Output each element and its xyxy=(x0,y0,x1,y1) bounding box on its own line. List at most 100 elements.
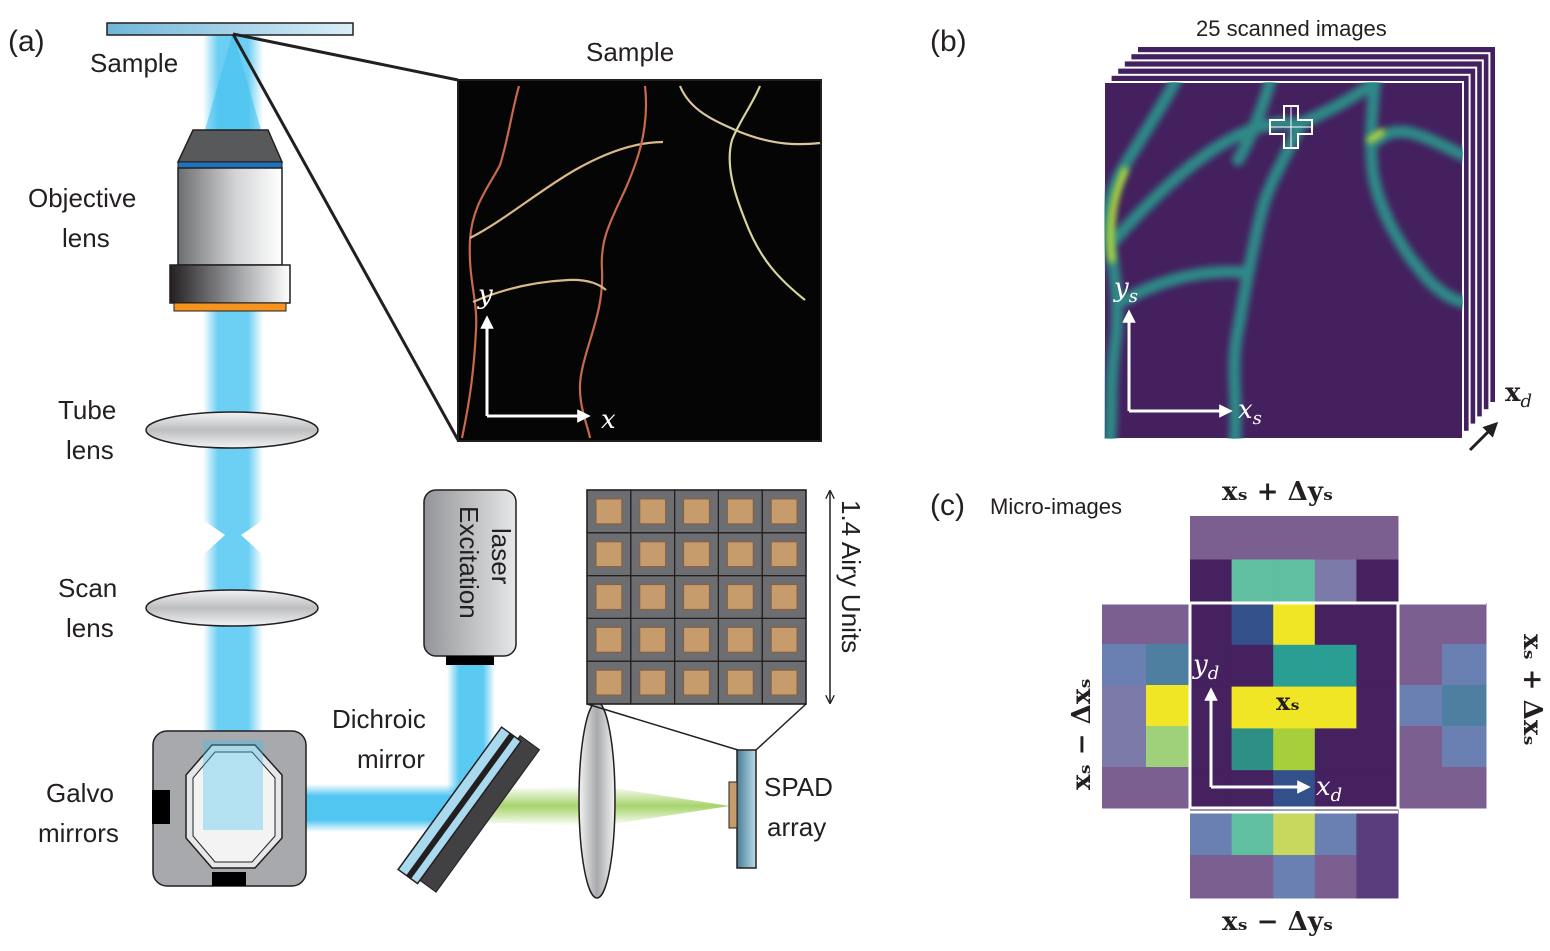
spad-pixel xyxy=(683,541,710,568)
right-shift-label: xₛ + Δxₛ xyxy=(1517,634,1547,746)
micro-image-pixel xyxy=(1273,812,1316,856)
micro-image-pixel xyxy=(1356,770,1399,813)
spad-pixel xyxy=(595,584,623,610)
micro-image-pixel xyxy=(1273,686,1316,729)
micro-image-pixel xyxy=(1356,516,1399,560)
dichroic-label: Dichroic mirror xyxy=(332,704,433,774)
micro-image-pixel xyxy=(1314,559,1357,604)
micro-image-pixel xyxy=(1273,728,1316,771)
spad-pixel xyxy=(770,626,798,653)
spad-pixel xyxy=(639,498,667,525)
spad-pixel xyxy=(770,541,798,568)
spad-pixel xyxy=(595,626,623,653)
micro-image-pixel xyxy=(1398,726,1443,768)
micro-image-pixel xyxy=(1190,855,1233,899)
objective-lens xyxy=(169,129,291,312)
spad-zoom-left xyxy=(586,703,739,751)
center-position-label: xₛ xyxy=(1276,687,1300,716)
micro-image-pixel xyxy=(1102,726,1147,768)
spad-pixel xyxy=(726,669,754,696)
stack-title: 25 scanned images xyxy=(1196,16,1387,41)
micro-image-pixel xyxy=(1314,770,1357,813)
spad-pixel xyxy=(639,669,667,696)
spad-pixel-grid xyxy=(586,489,807,705)
micro-image-pixel xyxy=(1442,644,1487,686)
excitation-laser xyxy=(423,489,517,665)
spad-pixel xyxy=(595,541,623,568)
spad-pixel xyxy=(639,541,667,568)
micro-image-pixel xyxy=(1231,559,1274,604)
galvo-label: Galvo mirrors xyxy=(38,778,121,848)
beam-cone xyxy=(205,32,261,130)
micro-image-pixel xyxy=(1442,726,1487,768)
micro-image-pixel xyxy=(1273,559,1316,604)
micro-image-pixel xyxy=(1102,644,1147,686)
micro-image-pixel xyxy=(1356,559,1399,604)
micro-image-pixel xyxy=(1102,767,1147,809)
sample-label: Sample xyxy=(90,48,178,78)
sample-fibers xyxy=(460,85,821,439)
inset-title: Sample xyxy=(586,37,674,67)
micro-image-pixel xyxy=(1356,812,1399,856)
micro-image-pixel xyxy=(1356,686,1399,729)
micro-image-pixel xyxy=(1146,767,1191,809)
micro-image-pixel xyxy=(1314,603,1357,646)
spad-pixel xyxy=(639,584,667,610)
micro-image-pixel xyxy=(1146,726,1191,768)
spad-pixel xyxy=(770,584,798,610)
inset-x-axis-label: x xyxy=(601,405,616,435)
micro-image-pixel xyxy=(1356,603,1399,646)
dichroic-mirror xyxy=(397,726,541,893)
spad-zoom-right xyxy=(755,703,807,751)
galvo-mirrors xyxy=(152,730,307,887)
panel-c-label: (c) xyxy=(930,489,965,522)
micro-image-pixel xyxy=(1231,644,1274,688)
sample-slide xyxy=(106,22,354,36)
laser-label: Excitation laser xyxy=(454,506,516,626)
micro-image-pixel xyxy=(1190,603,1233,646)
spad-cell xyxy=(761,660,807,705)
micro-image-pixel xyxy=(1442,767,1487,809)
micro-image-pixel xyxy=(1273,770,1316,813)
spad-pixel-marker xyxy=(728,781,738,829)
micro-image-pixel xyxy=(1314,728,1357,771)
micro-image-pixel xyxy=(1398,603,1443,645)
spad-pixel xyxy=(639,626,667,653)
scan-position-marker xyxy=(1269,105,1313,149)
micro-image-pixel xyxy=(1231,686,1274,729)
spad-pixel xyxy=(683,498,710,525)
stack-axis-label: xd xyxy=(1505,378,1532,412)
micro-image-pixel xyxy=(1102,685,1147,727)
micro-image-pixel xyxy=(1273,516,1316,560)
panel-b-label: (b) xyxy=(930,25,967,58)
scan-y-axis-label: ys xyxy=(1113,273,1138,307)
zoom-line-top xyxy=(232,32,459,82)
spad-pixel xyxy=(770,669,798,696)
micro-image-pixel xyxy=(1356,855,1399,899)
scan-lens-label: Scan lens xyxy=(58,573,125,643)
micro-image-pixel xyxy=(1314,516,1357,560)
micro-image-pixel xyxy=(1356,644,1399,688)
micro-image-pixel xyxy=(1398,685,1443,727)
spad-array xyxy=(736,749,757,869)
micro-image-pixel xyxy=(1314,855,1357,899)
micro-image-pixel xyxy=(1231,770,1274,813)
detector-y-axis-label: yd xyxy=(1192,650,1219,684)
micro-image-pixel xyxy=(1102,603,1147,645)
micro-image-pixel xyxy=(1231,855,1274,899)
micro-image-pixel xyxy=(1231,516,1274,560)
spad-label: SPAD array xyxy=(764,772,840,842)
spad-pixel xyxy=(726,626,754,653)
spad-pixel xyxy=(683,626,710,653)
micro-image-pixel xyxy=(1442,603,1487,645)
spad-pixel xyxy=(683,669,710,696)
micro-image-pixel xyxy=(1273,603,1316,646)
bottom-shift-label: xₛ − Δyₛ xyxy=(1222,907,1333,937)
zoom-line-bottom xyxy=(231,33,460,441)
inset-y-axis-label: y xyxy=(477,280,493,310)
micro-image-pixel xyxy=(1231,812,1274,856)
micro-image-pixel xyxy=(1231,603,1274,646)
micro-image-pixel xyxy=(1190,516,1233,560)
micro-image-pixel xyxy=(1146,685,1191,727)
spad-pixel xyxy=(595,498,623,525)
